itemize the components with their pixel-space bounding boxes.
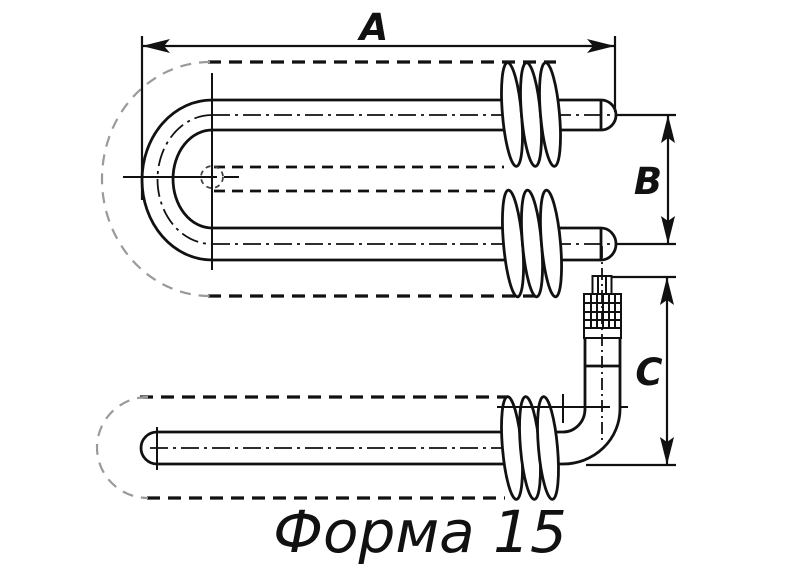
tube-end-cap (139, 430, 158, 466)
terminal-assembly (583, 275, 622, 339)
arrowhead-left-icon (142, 39, 170, 53)
bend-center-cross (497, 394, 628, 423)
bent-tube (139, 338, 622, 470)
fin-coil-side-view (500, 395, 560, 501)
stud-thread-line (597, 276, 607, 294)
u-bend-inner-arc (171, 128, 213, 230)
arrowhead-up-icon (660, 277, 674, 305)
fin-loop (538, 61, 562, 168)
form-title: Форма 15 (273, 498, 567, 566)
bushing-thread-hatch (590, 294, 616, 328)
tube-end-cap (600, 98, 618, 132)
dimension-b: B (616, 113, 676, 246)
fin-loop (539, 188, 563, 299)
side-view (95, 246, 628, 501)
fin-loop (536, 395, 560, 501)
dimension-c: C (586, 275, 676, 467)
arrowhead-up-icon (661, 115, 675, 143)
fin-coil-lower-leg (501, 188, 563, 299)
tube-outer-edge (157, 338, 622, 466)
fin-envelope-side-view (95, 395, 508, 500)
envelope-end-arc (95, 395, 149, 500)
arrowhead-down-icon (660, 437, 674, 465)
arrowhead-down-icon (661, 216, 675, 244)
envelope-inner-circle (200, 165, 224, 189)
fin-coil-upper-leg (500, 61, 562, 168)
tube-inner-edge (157, 338, 587, 434)
dimension-a: A (140, 6, 617, 200)
dimension-a-label: A (357, 6, 389, 49)
dimension-b-label: B (634, 160, 662, 203)
fin-envelope-top-view (100, 60, 556, 298)
arrowhead-right-icon (587, 39, 615, 53)
top-view (100, 60, 618, 299)
dimension-c-label: C (635, 351, 662, 394)
envelope-bend-arc (100, 60, 211, 298)
bend-centerline-arc (156, 114, 213, 245)
